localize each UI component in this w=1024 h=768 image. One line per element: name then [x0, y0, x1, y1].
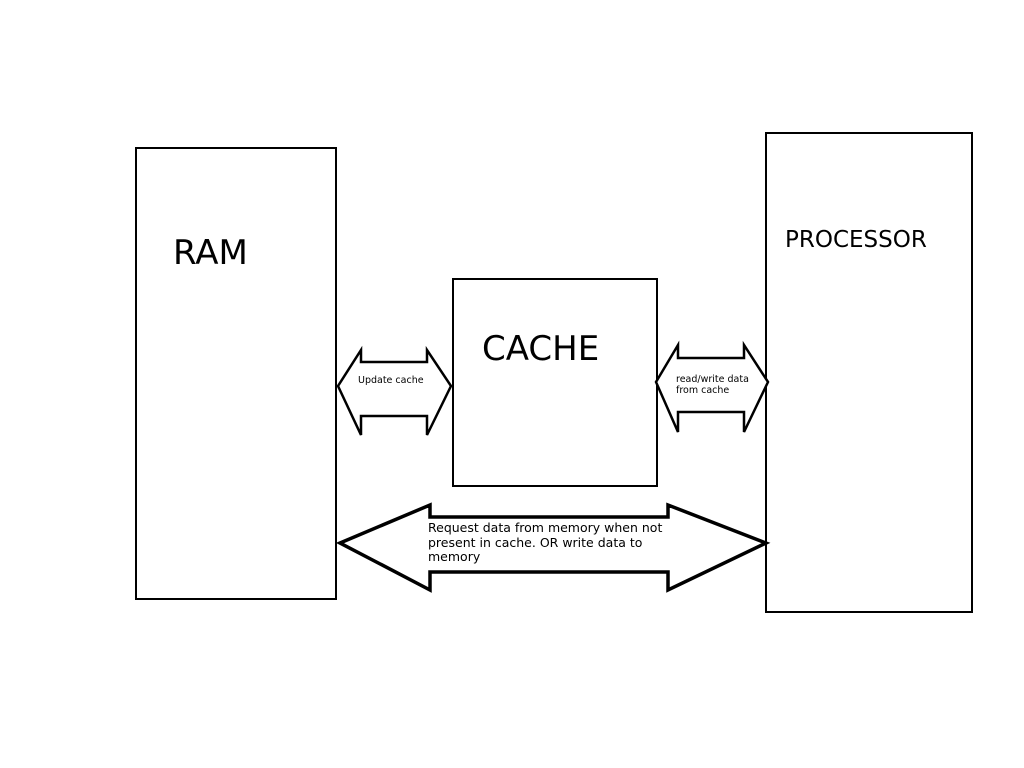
ram-processor-arrow-label-line2: present in cache. OR write data to	[428, 535, 642, 550]
ram-label: RAM	[173, 233, 248, 273]
ram-processor-arrow-label-line3: memory	[428, 549, 481, 564]
cache-box	[452, 278, 658, 487]
cache-processor-arrow	[654, 340, 770, 433]
ram-processor-arrow-label-line1: Request data from memory when not	[428, 520, 662, 535]
cache-processor-arrow-label-line2: from cache	[676, 385, 729, 396]
processor-box	[765, 132, 973, 613]
cache-processor-arrow-label-line1: read/write data	[676, 374, 749, 385]
processor-label: PROCESSOR	[785, 227, 927, 253]
ram-cache-arrow-label: Update cache	[358, 375, 424, 386]
ram-cache-arrow	[336, 345, 453, 436]
cache-label: CACHE	[482, 329, 599, 369]
ram-box	[135, 147, 337, 600]
ram-processor-arrow	[335, 502, 771, 593]
